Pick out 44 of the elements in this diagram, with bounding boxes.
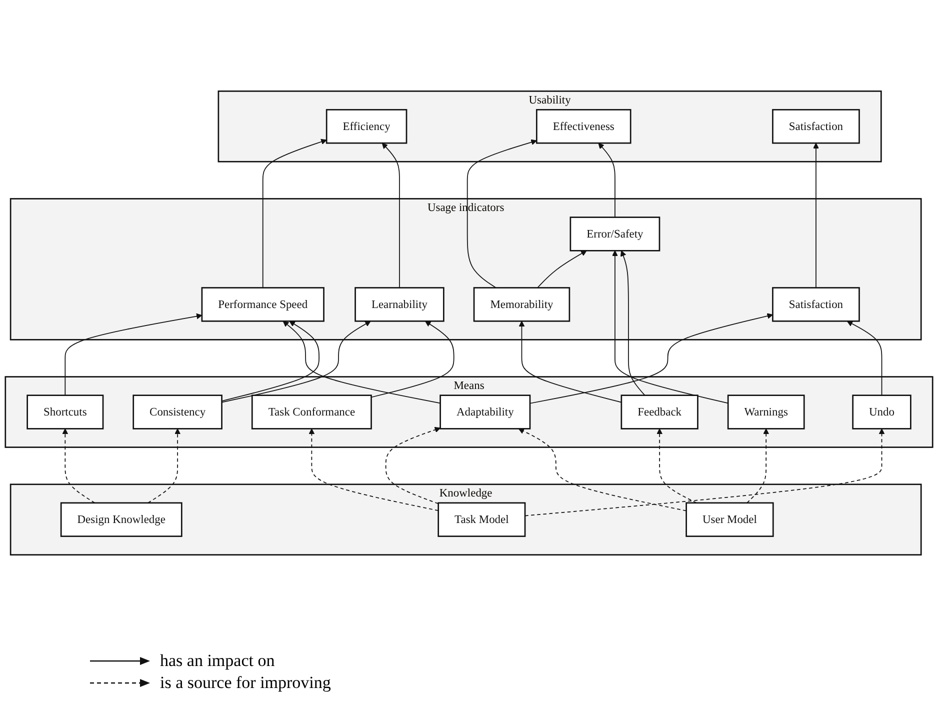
node-box: Undo (852, 394, 912, 430)
arrow (656, 428, 697, 504)
arrow (598, 142, 616, 218)
arrow (537, 250, 587, 288)
arrow (524, 428, 885, 516)
node-box: Performance Speed (201, 287, 324, 322)
arrow (518, 428, 687, 512)
arrow (262, 138, 327, 288)
arrow (370, 320, 454, 398)
node-box: Satisfaction (772, 287, 860, 322)
arrow (282, 320, 441, 404)
arrow (620, 250, 646, 396)
node-box: Efficiency (326, 109, 408, 144)
node-box: Shortcuts (26, 394, 104, 430)
arrow (308, 428, 439, 512)
arrow (518, 320, 622, 403)
node-box: Feedback (620, 394, 698, 430)
node-box: Consistency (132, 394, 222, 430)
node-box: Adaptability (440, 394, 531, 430)
node-box: Error/Safety (570, 216, 660, 252)
arrow (64, 313, 202, 396)
node-box: Effectiveness (536, 109, 632, 144)
arrow (846, 320, 882, 396)
arrow (221, 320, 320, 402)
node-box: Memorability (473, 287, 570, 322)
node-box: User Model (686, 502, 774, 537)
arrow (466, 139, 537, 288)
node-box: Learnability (354, 287, 444, 322)
node-box: Warnings (727, 394, 805, 430)
legend-text: is a source for improving (160, 672, 331, 694)
arrow (530, 313, 773, 404)
arrow (148, 428, 181, 504)
arrow (382, 142, 400, 288)
node-box: Task Conformance (251, 394, 372, 430)
node-box: Design Knowledge (60, 502, 182, 537)
arrow (385, 426, 441, 504)
node-box: Task Model (438, 502, 526, 537)
arrow (221, 320, 371, 403)
legend-text: has an impact on (160, 650, 275, 672)
arrow (746, 428, 770, 504)
arrow (612, 250, 729, 404)
arrow (813, 142, 819, 288)
node-box: Satisfaction (772, 109, 860, 144)
arrow (62, 428, 96, 504)
